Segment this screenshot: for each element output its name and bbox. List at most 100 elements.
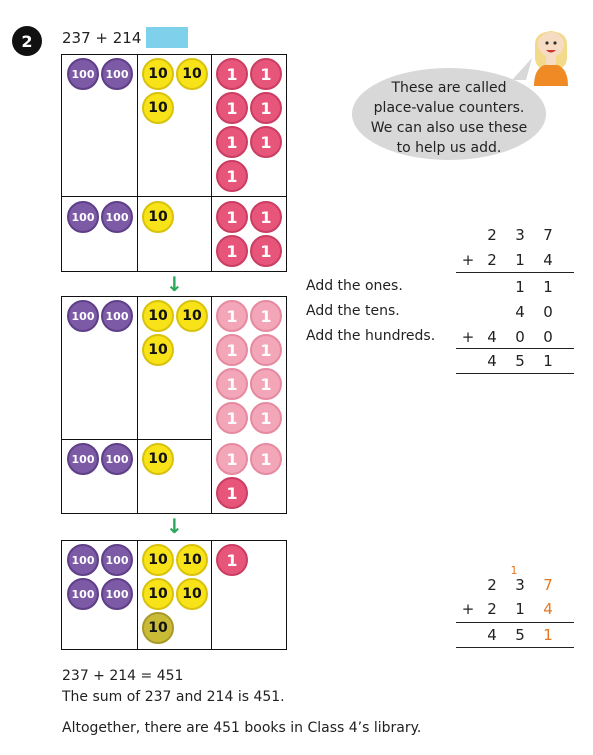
ten-counter: 10: [176, 544, 208, 576]
ten-counter: 10: [142, 334, 174, 366]
ten-counter: 10: [142, 201, 174, 233]
digit: 1: [543, 352, 553, 370]
step-hundreds-label: Add the hundreds.: [306, 328, 436, 344]
grid-divider: [137, 54, 138, 272]
answer-box[interactable]: [146, 27, 188, 48]
down-arrow-icon: ↓: [166, 272, 183, 296]
sum-rule: [456, 373, 574, 374]
digit: 1: [515, 600, 525, 618]
digit: 2: [487, 600, 497, 618]
hundred-counter: 100: [101, 58, 133, 90]
digit: 4: [515, 303, 525, 321]
one-counter: 1: [216, 334, 248, 366]
one-counter: 1: [216, 58, 248, 90]
ten-counter: 10: [142, 578, 174, 610]
carry-digit: 1: [510, 564, 518, 577]
ten-counter: 10: [142, 443, 174, 475]
digit: 1: [515, 278, 525, 296]
digit: 7: [543, 226, 553, 244]
hundred-counter: 100: [67, 578, 99, 610]
one-counter: 1: [250, 334, 282, 366]
step-tens-label: Add the tens.: [306, 303, 400, 319]
digit: 5: [515, 352, 525, 370]
one-counter: 1: [250, 402, 282, 434]
digit: 5: [515, 626, 525, 644]
one-counter: 1: [216, 160, 248, 192]
one-counter: 1: [250, 443, 282, 475]
sum-rule: [456, 647, 574, 648]
ten-counter: 10: [142, 544, 174, 576]
ten-counter: 10: [142, 58, 174, 90]
one-counter: 1: [216, 126, 248, 158]
ten-counter: 10: [142, 612, 174, 644]
digit: 4: [543, 251, 553, 269]
ten-counter: 10: [176, 58, 208, 90]
digit: 3: [515, 576, 525, 594]
ten-counter: 10: [176, 300, 208, 332]
hundred-counter: 100: [67, 443, 99, 475]
conclusion-equation: 237 + 214 = 451: [62, 668, 184, 684]
one-counter: 1: [250, 235, 282, 267]
digit: 4: [543, 600, 553, 618]
speech-bubble-text: These are called place-value counters. W…: [358, 78, 540, 158]
plus-sign: +: [461, 328, 475, 346]
place-value-grid-2: [61, 296, 287, 514]
ten-counter: 10: [142, 92, 174, 124]
grid-divider: [211, 296, 212, 514]
one-counter: 1: [250, 92, 282, 124]
one-counter: 1: [250, 368, 282, 400]
hundred-counter: 100: [101, 544, 133, 576]
one-counter: 1: [216, 477, 248, 509]
digit: 0: [543, 328, 553, 346]
digit: 4: [487, 352, 497, 370]
one-counter: 1: [216, 300, 248, 332]
digit: 1: [543, 278, 553, 296]
grid-divider: [137, 540, 138, 650]
sum-rule: [456, 272, 574, 273]
digit: 3: [515, 226, 525, 244]
sum-rule: [456, 622, 574, 623]
one-counter: 1: [250, 58, 282, 90]
one-counter: 1: [216, 368, 248, 400]
grid-divider: [211, 540, 212, 650]
digit: 0: [543, 303, 553, 321]
digit: 4: [487, 626, 497, 644]
digit: 7: [543, 576, 553, 594]
digit: 2: [487, 251, 497, 269]
digit: 1: [515, 251, 525, 269]
digit: 2: [487, 576, 497, 594]
grid-divider: [61, 439, 211, 440]
sum-rule: [456, 348, 574, 349]
conclusion-books: Altogether, there are 451 books in Class…: [62, 720, 422, 736]
hundred-counter: 100: [67, 58, 99, 90]
one-counter: 1: [216, 544, 248, 576]
digit: 1: [543, 626, 553, 644]
step-ones-label: Add the ones.: [306, 278, 403, 294]
one-counter: 1: [216, 92, 248, 124]
speech-bubble: [352, 68, 546, 160]
speech-line: to help us add.: [396, 140, 502, 156]
one-counter: 1: [250, 300, 282, 332]
girl-avatar-icon: [534, 31, 568, 86]
question-equation: 237 + 214 =: [62, 29, 159, 47]
conclusion-sum: The sum of 237 and 214 is 451.: [62, 689, 285, 705]
place-value-grid-3: [61, 540, 287, 650]
speech-bubble-tail-icon: [512, 58, 532, 80]
grid-divider: [61, 196, 287, 197]
one-counter: 1: [216, 235, 248, 267]
hundred-counter: 100: [101, 201, 133, 233]
digit: 4: [487, 328, 497, 346]
plus-sign: +: [461, 600, 475, 618]
one-counter: 1: [216, 402, 248, 434]
speech-line: These are called: [391, 80, 507, 96]
hundred-counter: 100: [67, 300, 99, 332]
ten-counter: 10: [176, 578, 208, 610]
grid-divider: [211, 54, 212, 272]
hundred-counter: 100: [67, 544, 99, 576]
one-counter: 1: [216, 201, 248, 233]
hundred-counter: 100: [101, 300, 133, 332]
one-counter: 1: [216, 443, 248, 475]
one-counter: 1: [250, 126, 282, 158]
speech-line: place-value counters.: [373, 100, 525, 116]
speech-line: We can also use these: [370, 120, 528, 136]
